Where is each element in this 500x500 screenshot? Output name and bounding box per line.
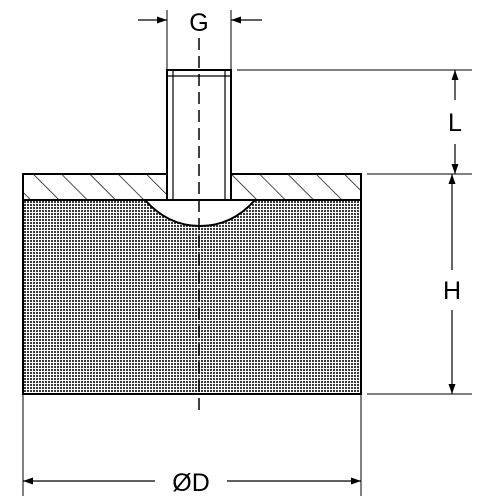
label-l: L xyxy=(448,109,462,137)
dimension-g xyxy=(138,10,262,70)
stud-base-cup xyxy=(142,199,258,228)
dimension-l xyxy=(237,69,472,175)
dimension-h xyxy=(367,174,472,395)
label-d: ØD xyxy=(172,469,210,497)
dimension-d xyxy=(22,394,362,496)
label-h: H xyxy=(443,277,461,305)
rubber-body xyxy=(22,199,362,395)
label-g: G xyxy=(189,9,208,37)
